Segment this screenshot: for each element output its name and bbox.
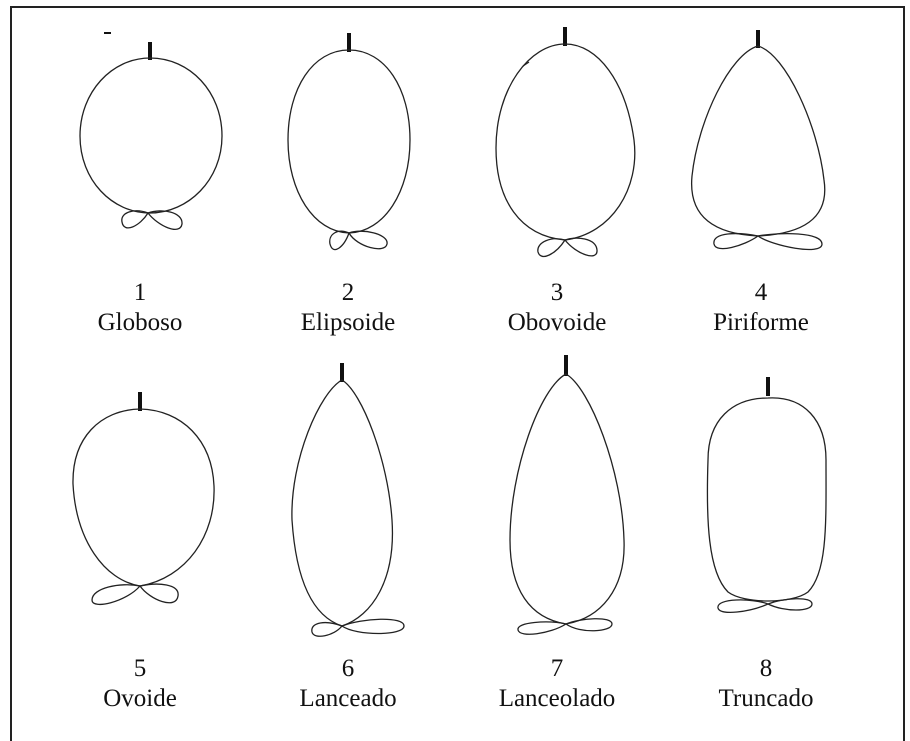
- shape-number: 4: [754, 279, 768, 306]
- shape-label-1: 1 Globoso: [40, 278, 240, 338]
- stray-mark: [104, 32, 111, 34]
- shape-label-5: 5 Ovoide: [40, 654, 240, 714]
- shape-label-8: 8 Truncado: [666, 654, 866, 714]
- shape-number: 8: [759, 655, 773, 682]
- shape-name: Obovoide: [507, 309, 607, 336]
- shape-name: Lanceado: [299, 685, 397, 712]
- fruit-shape-globoso: [79, 42, 223, 230]
- shape-label-4: 4 Piriforme: [661, 278, 861, 338]
- shape-name: Truncado: [718, 685, 814, 712]
- fruit-shape-lanceado: [291, 363, 405, 637]
- shape-label-7: 7 Lanceolado: [457, 654, 657, 714]
- shape-name: Lanceolado: [498, 685, 616, 712]
- shape-number: 1: [133, 279, 147, 306]
- fruit-shape-ovoide: [72, 392, 215, 606]
- shape-label-6: 6 Lanceado: [248, 654, 448, 714]
- shape-label-3: 3 Obovoide: [457, 278, 657, 338]
- shape-name: Piriforme: [713, 309, 809, 336]
- fruit-shape-obovoide: [495, 27, 636, 257]
- fruit-shape-truncado: [706, 377, 827, 614]
- shape-name: Globoso: [97, 309, 183, 336]
- shape-number: 3: [550, 279, 564, 306]
- shape-number: 6: [341, 655, 355, 682]
- shape-number: 5: [133, 655, 147, 682]
- figure-frame: [10, 6, 905, 741]
- fruit-shape-piriforme: [691, 30, 826, 251]
- shape-name: Ovoide: [103, 685, 177, 712]
- shape-label-2: 2 Elipsoide: [248, 278, 448, 338]
- shape-number: 7: [550, 655, 564, 682]
- fruit-shape-elipsoide: [287, 33, 411, 251]
- shape-number: 2: [341, 279, 355, 306]
- fruit-shape-lanceolado: [509, 355, 625, 635]
- shape-name: Elipsoide: [300, 309, 396, 336]
